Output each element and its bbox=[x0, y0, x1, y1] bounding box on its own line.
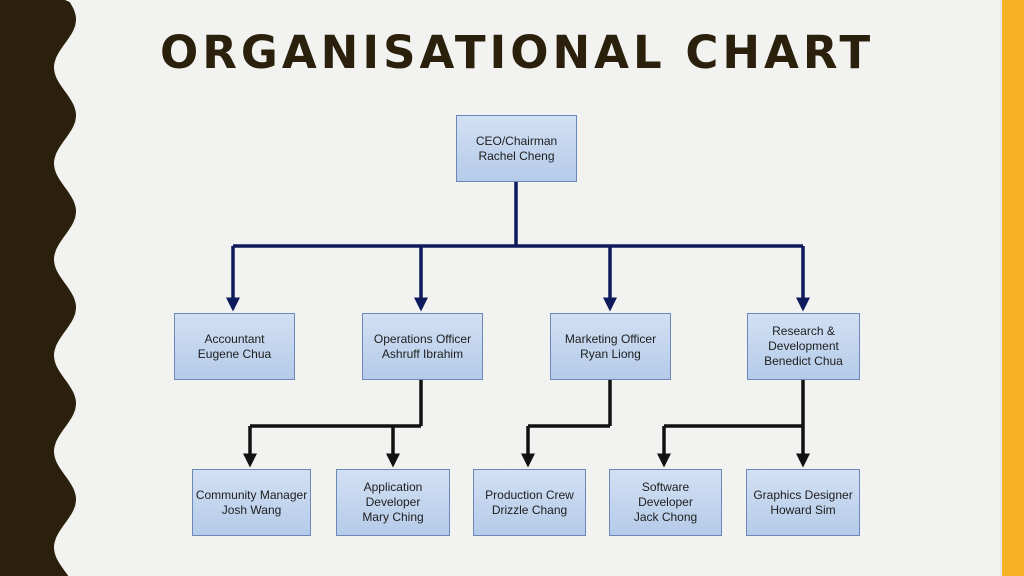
community-manager-role: Community Manager bbox=[195, 487, 308, 502]
graphics-designer-text: Graphics Designer Howard Sim bbox=[751, 488, 854, 518]
operations-officer-name: Ashruff Ibrahim bbox=[381, 346, 464, 361]
operations-officer-role: Operations Officer bbox=[373, 331, 472, 346]
application-developer-role-line1: Application bbox=[363, 480, 423, 494]
ceo-name: Rachel Cheng bbox=[478, 148, 555, 163]
marketing-officer-box: Marketing Officer Ryan Liong bbox=[550, 313, 671, 380]
research-development-role-line1: Research & bbox=[772, 324, 835, 338]
ceo-box: CEO/Chairman Rachel Cheng bbox=[456, 115, 577, 182]
left-wavy-band bbox=[0, 0, 76, 576]
production-crew-role: Production Crew bbox=[485, 487, 574, 502]
application-developer-role-line2: Developer bbox=[365, 495, 421, 509]
left-wavy-band-shape bbox=[0, 0, 76, 576]
production-crew-name: Drizzle Chang bbox=[491, 502, 568, 517]
community-manager-name: Josh Wang bbox=[221, 502, 282, 517]
accountant-role: Accountant bbox=[204, 331, 265, 346]
operations-officer-box: Operations Officer Ashruff Ibrahim bbox=[362, 313, 483, 380]
production-crew-box: Production Crew Drizzle Chang bbox=[473, 469, 586, 536]
marketing-officer-role: Marketing Officer bbox=[564, 331, 657, 346]
research-development-name: Benedict Chua bbox=[764, 354, 843, 368]
graphics-designer-name: Howard Sim bbox=[770, 502, 836, 517]
graphics-designer-role: Graphics Designer bbox=[753, 487, 853, 502]
marketing-officer-text: Marketing Officer Ryan Liong bbox=[563, 332, 658, 362]
ceo-text: CEO/Chairman Rachel Cheng bbox=[474, 134, 559, 164]
accountant-box: Accountant Eugene Chua bbox=[174, 313, 295, 380]
slide-title: ORGANISATIONAL CHART bbox=[160, 26, 875, 79]
software-developer-role-line1: Software bbox=[641, 480, 690, 494]
right-divider-line bbox=[1000, 0, 1002, 576]
software-developer-text: Software Developer Jack Chong bbox=[632, 480, 699, 525]
marketing-officer-name: Ryan Liong bbox=[580, 346, 641, 361]
application-developer-text: Application Developer Mary Ching bbox=[360, 480, 425, 525]
accountant-text: Accountant Eugene Chua bbox=[196, 332, 273, 362]
production-crew-text: Production Crew Drizzle Chang bbox=[483, 488, 576, 518]
graphics-designer-box: Graphics Designer Howard Sim bbox=[746, 469, 860, 536]
operations-officer-text: Operations Officer Ashruff Ibrahim bbox=[372, 332, 473, 362]
research-development-role-line2: Development bbox=[768, 339, 839, 353]
software-developer-name: Jack Chong bbox=[633, 510, 698, 524]
accountant-name: Eugene Chua bbox=[197, 346, 272, 361]
research-development-text: Research & Development Benedict Chua bbox=[762, 324, 845, 369]
community-manager-text: Community Manager Josh Wang bbox=[194, 488, 309, 518]
application-developer-box: Application Developer Mary Ching bbox=[336, 469, 450, 536]
right-accent-stripe bbox=[1002, 0, 1024, 576]
research-development-box: Research & Development Benedict Chua bbox=[747, 313, 860, 380]
application-developer-name: Mary Ching bbox=[362, 510, 424, 524]
community-manager-box: Community Manager Josh Wang bbox=[192, 469, 311, 536]
software-developer-box: Software Developer Jack Chong bbox=[609, 469, 722, 536]
ceo-role: CEO/Chairman bbox=[475, 133, 558, 148]
software-developer-role-line2: Developer bbox=[638, 495, 693, 509]
